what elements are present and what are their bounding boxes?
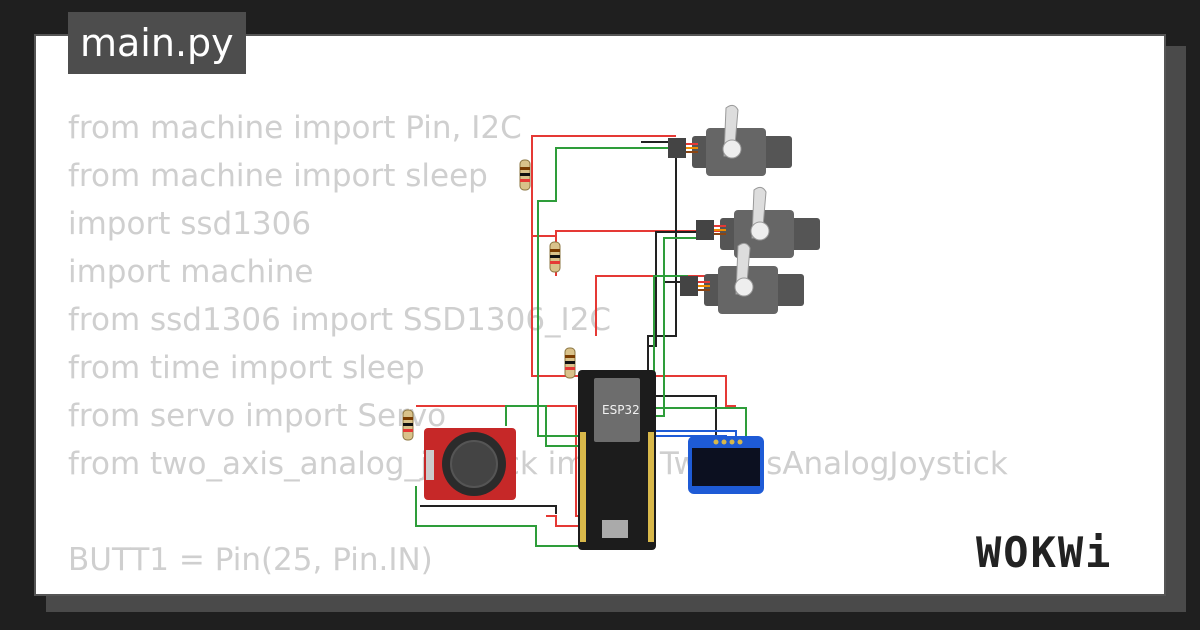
oled-display <box>688 436 764 494</box>
code-line: from time import sleep <box>68 350 425 386</box>
wokwi-logo: WOKWi <box>976 528 1113 577</box>
analog-joystick <box>424 428 516 500</box>
preview-card: from machine import Pin, I2C from machine… <box>34 34 1166 596</box>
code-line: from machine import Pin, I2C <box>68 110 522 146</box>
resistor <box>519 159 531 191</box>
wire <box>653 275 688 396</box>
resistor <box>402 409 414 441</box>
wire <box>546 515 581 527</box>
esp32-label: ESP32 <box>602 403 640 417</box>
servo-motor <box>680 242 804 314</box>
wire <box>641 141 677 381</box>
resistor <box>564 347 576 379</box>
wire <box>420 505 557 514</box>
circuit-diagram[interactable]: ESP32 <box>36 36 1166 596</box>
code-line: from machine import sleep <box>68 158 488 194</box>
code-line: import ssd1306 <box>68 206 312 242</box>
file-tab-main-py[interactable]: main.py <box>68 12 246 74</box>
code-line: BUTT2 = Pin(26, Pin.IN) <box>68 584 1008 594</box>
wire <box>656 407 747 444</box>
code-line: from ssd1306 import SSD1306_I2C <box>68 302 612 338</box>
code-line: BUTT1 = Pin(25, Pin.IN) <box>68 542 433 578</box>
esp32-board: ESP32 <box>578 370 656 550</box>
code-line: import machine <box>68 254 314 290</box>
wire <box>415 486 586 547</box>
wire <box>505 405 581 447</box>
servo-motor <box>696 186 820 258</box>
resistor <box>549 241 561 273</box>
wire <box>648 231 696 347</box>
servo-motor <box>668 104 792 176</box>
